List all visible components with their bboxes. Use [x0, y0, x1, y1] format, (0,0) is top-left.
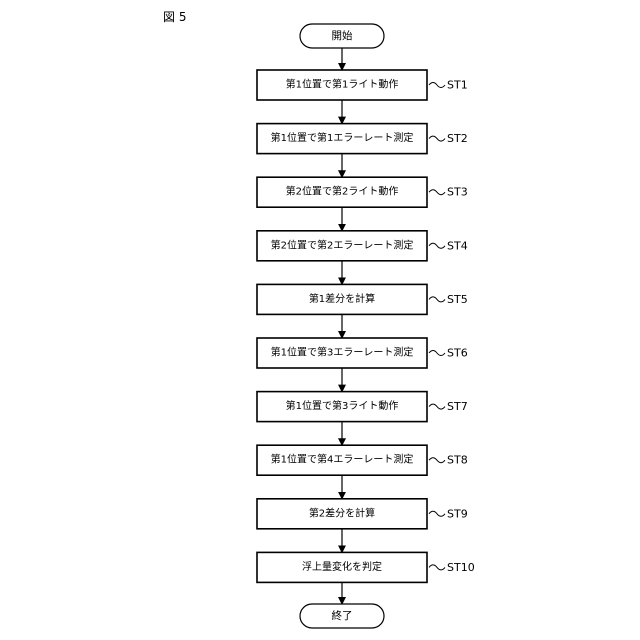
process-step: 第2位置で第2エラーレート測定 ST4: [257, 231, 468, 261]
leader-line: [429, 190, 445, 195]
leader-line: [429, 297, 445, 302]
leader-line: [429, 511, 445, 516]
step-id: ST3: [447, 186, 468, 199]
step-text: 第2位置で第2ライト動作: [286, 185, 399, 198]
process-step: 第1位置で第1エラーレート測定 ST2: [257, 124, 468, 154]
end-terminal: 終了: [300, 604, 384, 628]
step-text: 第1位置で第4エラーレート測定: [271, 453, 414, 466]
start-terminal: 開始: [300, 24, 384, 48]
process-step: 浮上量変化を判定 ST10: [257, 552, 475, 582]
leader-line: [429, 404, 445, 409]
leader-line: [429, 351, 445, 356]
step-id: ST4: [447, 239, 468, 252]
step-text: 第2位置で第2エラーレート測定: [271, 238, 414, 251]
step-id: ST8: [447, 454, 468, 467]
step-text: 第1位置で第3エラーレート測定: [271, 346, 414, 359]
leader-line: [429, 136, 445, 141]
step-id: ST6: [447, 347, 468, 360]
step-text: 第1位置で第3ライト動作: [286, 399, 399, 412]
step-text: 第1位置で第1ライト動作: [286, 78, 399, 91]
step-text: 第1位置で第1エラーレート測定: [271, 131, 414, 144]
step-id: ST5: [447, 293, 468, 306]
process-step: 第1位置で第1ライト動作 ST1: [257, 70, 468, 100]
leader-line: [429, 458, 445, 463]
step-id: ST2: [447, 132, 468, 145]
leader-line: [429, 565, 445, 570]
step-text: 浮上量変化を判定: [302, 560, 382, 573]
end-label: 終了: [332, 609, 353, 622]
leader-line: [429, 243, 445, 248]
step-id: ST10: [447, 561, 475, 574]
step-id: ST7: [447, 400, 468, 413]
leader-line: [429, 83, 445, 88]
step-id: ST1: [447, 79, 468, 92]
process-step: 第1位置で第4エラーレート測定 ST8: [257, 445, 468, 475]
process-step: 第2差分を計算 ST9: [257, 499, 468, 529]
process-step: 第1位置で第3ライト動作 ST7: [257, 392, 468, 422]
step-id: ST9: [447, 507, 468, 520]
step-text: 第1差分を計算: [309, 292, 375, 305]
process-step: 第1位置で第3エラーレート測定 ST6: [257, 338, 468, 368]
process-step: 第1差分を計算 ST5: [257, 284, 468, 314]
process-step: 第2位置で第2ライト動作 ST3: [257, 177, 468, 207]
start-label: 開始: [332, 29, 353, 42]
step-text: 第2差分を計算: [309, 506, 375, 519]
